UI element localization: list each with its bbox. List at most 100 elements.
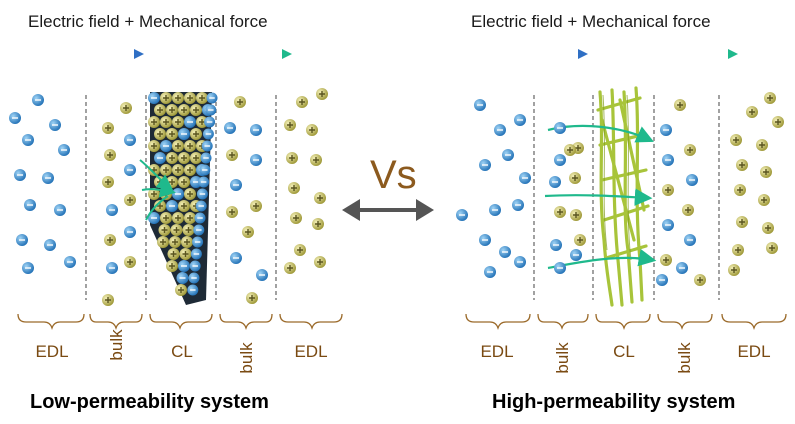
cation-ion	[190, 152, 202, 164]
cation-ion	[157, 236, 169, 248]
cation-ion	[694, 274, 706, 286]
anion-ion	[195, 213, 206, 224]
cation-ion	[172, 116, 184, 128]
anion-ion	[549, 176, 561, 188]
anion-ion	[154, 152, 166, 164]
cation-ion	[124, 256, 136, 268]
cation-ion	[172, 212, 184, 224]
cation-ion	[183, 224, 195, 236]
anion-ion	[676, 262, 688, 274]
cation-ion	[564, 144, 576, 156]
zone-label-cl: CL	[171, 342, 193, 361]
anion-ion	[256, 269, 268, 281]
cation-ion	[316, 88, 328, 100]
anion-ion	[202, 141, 213, 152]
zone-braces-right	[466, 314, 786, 328]
zone-label-bulk: bulk	[237, 342, 256, 374]
anion-ion	[191, 249, 202, 260]
anion-ion	[42, 172, 54, 184]
anion-ion	[64, 256, 76, 268]
anion-ion	[484, 266, 496, 278]
cation-ion	[234, 96, 246, 108]
anion-ion	[178, 128, 190, 140]
anion-ion	[554, 262, 566, 274]
zone-label-bulk: bulk	[675, 342, 694, 374]
electric-field-arrowhead-left	[134, 49, 144, 59]
cation-ion	[102, 122, 114, 134]
cation-ion	[168, 248, 180, 260]
cation-ion	[160, 212, 172, 224]
anion-ion	[190, 261, 201, 272]
anion-ion	[199, 165, 210, 176]
cation-ion	[766, 242, 778, 254]
header-right: Electric field + Mechanical force	[471, 12, 711, 31]
anion-ion	[656, 274, 668, 286]
cation-ion	[172, 164, 184, 176]
anion-ion	[148, 92, 160, 104]
cation-ion	[124, 194, 136, 206]
anion-ion	[554, 154, 566, 166]
cation-ion	[246, 292, 258, 304]
anion-ion	[49, 119, 61, 131]
charging-layer-left	[148, 92, 218, 305]
anion-ion	[494, 124, 506, 136]
cation-ion	[312, 218, 324, 230]
cation-ion	[190, 128, 202, 140]
cation-ion	[764, 92, 776, 104]
ions-layer	[9, 88, 784, 306]
cation-ion	[242, 226, 254, 238]
cation-ion	[184, 140, 196, 152]
anion-ion	[203, 129, 214, 140]
anion-ion	[514, 114, 526, 126]
cation-ion	[286, 152, 298, 164]
cation-ion	[102, 294, 114, 306]
cation-ion	[294, 244, 306, 256]
cation-ion	[660, 254, 672, 266]
cation-ion	[148, 116, 160, 128]
zone-labels-right: EDL bulk CL bulk EDL	[480, 342, 770, 374]
cation-ion	[290, 212, 302, 224]
cation-ion	[160, 116, 172, 128]
anion-ion	[16, 234, 28, 246]
anion-ion	[192, 237, 203, 248]
anion-ion	[479, 234, 491, 246]
cation-ion	[172, 140, 184, 152]
double-arrow-icon	[342, 199, 434, 221]
title-right: High-permeability system	[492, 391, 735, 413]
anion-ion	[197, 189, 208, 200]
anion-ion	[58, 144, 70, 156]
cation-ion	[178, 152, 190, 164]
cation-ion	[196, 92, 208, 104]
cation-ion	[760, 166, 772, 178]
anion-ion	[474, 99, 486, 111]
cation-ion	[296, 96, 308, 108]
cation-ion	[104, 149, 116, 161]
zone-label-edl: EDL	[35, 342, 68, 361]
anion-ion	[684, 234, 696, 246]
cation-ion	[756, 139, 768, 151]
anion-ion	[124, 226, 136, 238]
cation-ion	[728, 264, 740, 276]
anion-ion	[166, 200, 178, 212]
anion-ion	[177, 272, 189, 284]
force-arrows-right	[474, 49, 738, 59]
cation-ion	[314, 256, 326, 268]
anion-ion	[187, 285, 198, 296]
cation-ion	[171, 224, 183, 236]
cation-ion	[730, 134, 742, 146]
cation-ion	[662, 184, 674, 196]
anion-ion	[44, 239, 56, 251]
cation-ion	[160, 164, 172, 176]
anion-ion	[230, 252, 242, 264]
anion-ion	[550, 239, 562, 251]
anion-ion	[196, 201, 207, 212]
header-left: Electric field + Mechanical force	[28, 12, 268, 31]
anion-ion	[514, 256, 526, 268]
fiber-strand	[620, 100, 644, 210]
cation-ion	[284, 262, 296, 274]
cation-ion	[574, 234, 586, 246]
anion-ion	[570, 249, 582, 261]
charging-layer-ion-pack	[148, 92, 218, 296]
anion-ion	[205, 105, 216, 116]
